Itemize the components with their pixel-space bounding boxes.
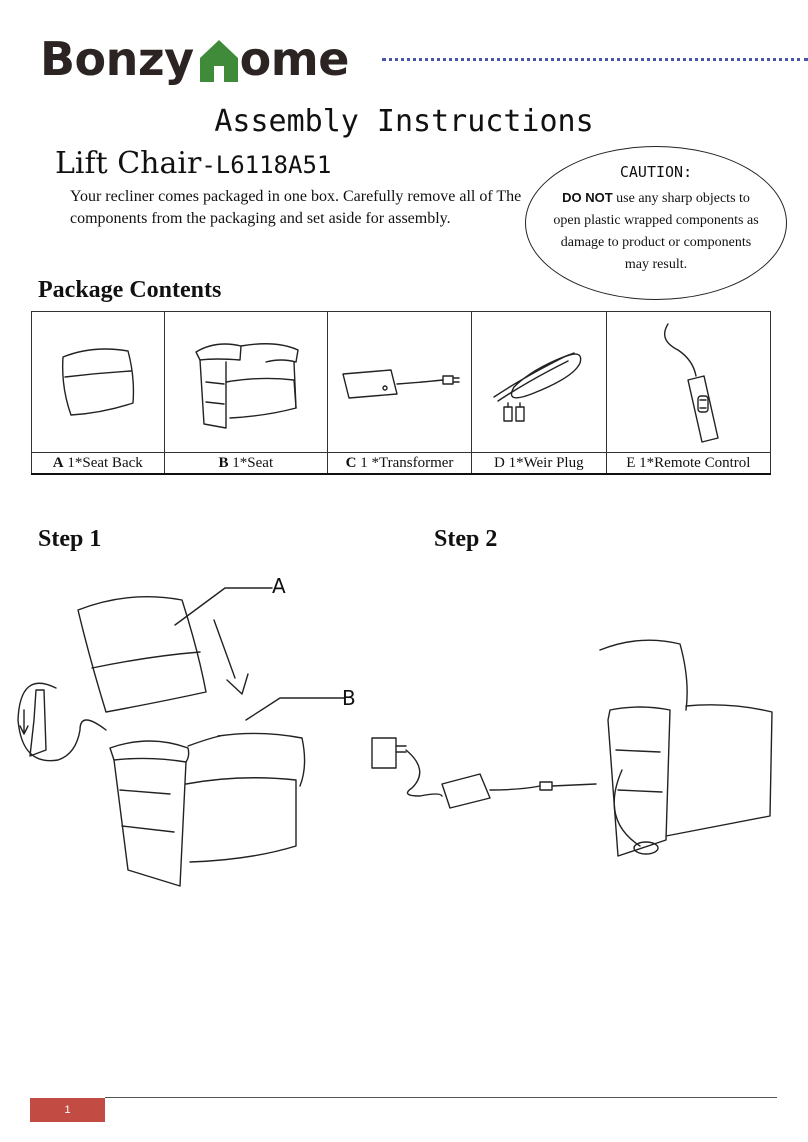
package-cell-d [470, 311, 607, 453]
caution-text: use any sharp objects to open plastic wr… [553, 191, 759, 272]
brand-logo: Bonzy ome [40, 26, 349, 88]
callout-b: B [342, 686, 356, 710]
step-1-title: Step 1 [38, 526, 102, 552]
package-table: A 1*Seat Back B 1*Seat C 1 *Transformer … [31, 311, 772, 475]
package-cell-c [327, 311, 472, 453]
seat-icon [195, 343, 299, 429]
package-label-c: C 1 *Transformer [327, 452, 472, 475]
package-label-a: A 1*Seat Back [31, 452, 165, 475]
product-model: -L6118A51 [201, 151, 332, 179]
brand-name-right: ome [239, 32, 350, 86]
page-number: 1 [30, 1098, 105, 1122]
package-label-d: D 1*Weir Plug [470, 452, 607, 475]
house-icon [199, 40, 238, 82]
caution-title: CAUTION: [619, 163, 693, 181]
footer-rule [105, 1097, 777, 1098]
package-heading: Package Contents [38, 277, 222, 303]
package-cell-b [163, 311, 329, 453]
caution-body: DO NOT use any sharp objects to open pla… [550, 187, 762, 276]
intro-text: Your recliner comes packaged in one box.… [70, 188, 522, 227]
package-cell-a [31, 311, 165, 453]
product-title: Lift Chair-L6118A51 [55, 146, 331, 181]
page-title: Assembly Instructions [214, 104, 594, 139]
brand-name-left: Bonzy [40, 32, 194, 86]
product-name: Lift Chair [55, 146, 202, 181]
dotted-rule [382, 58, 808, 61]
step-2-illustration [371, 639, 773, 857]
package-label-b: B 1*Seat [163, 452, 329, 475]
step-2-title: Step 2 [434, 526, 498, 552]
weir-plug-icon [493, 352, 582, 422]
remote-control-icon [664, 322, 720, 443]
seat-back-icon [61, 348, 134, 416]
caution-box: CAUTION: DO NOT use any sharp objects to… [525, 146, 787, 300]
callout-a: A [272, 574, 286, 598]
caution-emphasis: DO NOT [562, 190, 613, 205]
package-cell-e [605, 311, 772, 453]
wall-socket-icon [371, 737, 397, 769]
package-label-e: E 1*Remote Control [605, 452, 772, 475]
transformer-icon [341, 369, 460, 399]
step-1-illustration [17, 587, 345, 887]
